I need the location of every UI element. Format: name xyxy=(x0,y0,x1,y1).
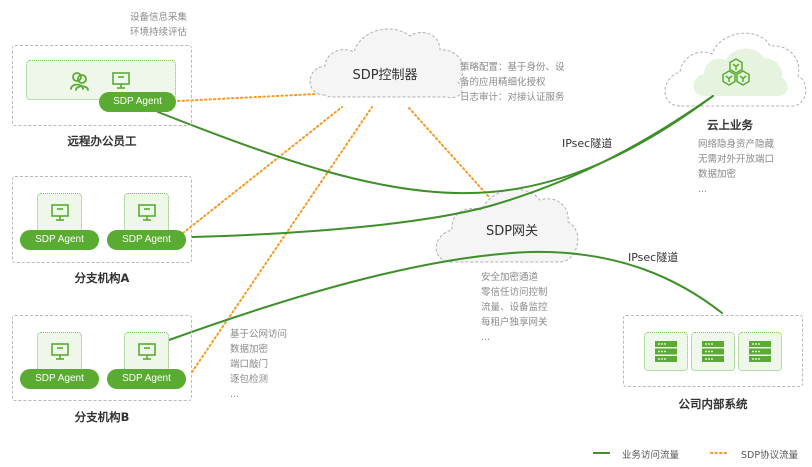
monitor-icon xyxy=(51,204,69,221)
hexagon-services-icon xyxy=(722,58,750,86)
cloud-business-note: ... xyxy=(698,184,708,195)
remote-worker-note: 环境持续评估 xyxy=(130,27,188,38)
controller-note: 备的应用精细化授权 xyxy=(460,77,546,88)
gateway-notes: 安全加密通道 零信任访问控制 流量、设备监控 每租户独享网关 ... xyxy=(481,270,548,345)
controller-label: SDP控制器 xyxy=(352,68,418,83)
remote-worker-group xyxy=(12,45,192,126)
server-tile[interactable] xyxy=(691,332,735,371)
cloud-business-note: 数据加密 xyxy=(698,169,737,180)
controller-note: 策略配置：基于身份、设 xyxy=(460,62,565,73)
protocol-flow-branch-b-controller xyxy=(191,106,373,373)
monitor-icon xyxy=(138,204,156,221)
gateway-note: 每租户独享网关 xyxy=(481,317,548,328)
branch-b-note: ... xyxy=(230,389,240,400)
branch-b-note: 逐包检测 xyxy=(230,374,269,385)
branch-a-sdp-agent[interactable]: SDP Agent xyxy=(107,230,186,250)
server-tile[interactable] xyxy=(738,332,782,371)
business-flow-branch-a-cloud xyxy=(191,95,714,238)
protocol-flow-remote-controller xyxy=(177,93,317,102)
remote-worker-label: 远程办公员工 xyxy=(67,134,137,148)
gateway-note: 零信任访问控制 xyxy=(481,287,548,298)
branch-a-device-tile[interactable] xyxy=(124,193,169,233)
branch-a-device-tile[interactable] xyxy=(37,193,82,233)
branch-b-device-tile[interactable] xyxy=(124,332,169,372)
monitor-icon xyxy=(112,72,130,89)
branch-b-sdp-agent[interactable]: SDP Agent xyxy=(20,369,99,389)
branch-b-note: 基于公网访问 xyxy=(230,329,288,340)
protocol-flow-controller-gateway xyxy=(408,107,490,198)
gateway-note: 安全加密通道 xyxy=(481,272,539,283)
business-flow-remote-cloud xyxy=(157,95,714,195)
branch-b-note: 端口敲门 xyxy=(230,359,269,370)
server-rack-icon xyxy=(749,341,771,362)
cloud-business-note: 无需对外开放端口 xyxy=(698,154,775,165)
remote-worker-notes: 设备信息采集 环境持续评估 xyxy=(130,10,187,40)
remote-worker-note: 设备信息采集 xyxy=(130,12,188,23)
remote-worker-sdp-agent[interactable]: SDP Agent xyxy=(99,92,176,112)
branch-a-group xyxy=(12,176,192,263)
branch-a-label: 分支机构A xyxy=(74,271,130,285)
branch-b-note: 数据加密 xyxy=(230,344,269,355)
cloud-business-notes: 网络隐身资产隐藏 无需对外开放端口 数据加密 ... xyxy=(698,137,774,197)
controller-note: 日志审计：对接认证服务 xyxy=(460,92,565,103)
controller-notes: 策略配置：基于身份、设 备的应用精细化授权 日志审计：对接认证服务 xyxy=(460,60,565,105)
cloud-business-note: 网络隐身资产隐藏 xyxy=(698,139,775,150)
server-rack-icon xyxy=(702,341,724,362)
internal-systems-label: 公司内部系统 xyxy=(678,397,748,411)
monitor-icon xyxy=(51,343,69,360)
legend-business-flow: 业务访问流量 xyxy=(622,450,680,461)
branch-b-device-tile[interactable] xyxy=(37,332,82,372)
gateway-note: 流量、设备监控 xyxy=(481,302,548,313)
internal-ipsec-tunnel-label: IPsec隧道 xyxy=(628,251,679,264)
internal-systems-group xyxy=(623,315,803,387)
users-icon xyxy=(70,72,89,91)
cloud-ipsec-tunnel-label: IPsec隧道 xyxy=(562,137,613,150)
controller-cloud[interactable] xyxy=(309,28,464,99)
legend-protocol-flow: SDP协议流量 xyxy=(741,450,799,461)
gateway-note: ... xyxy=(481,332,491,343)
branch-b-group xyxy=(12,315,192,401)
protocol-flow-branch-a-controller xyxy=(182,106,343,234)
branch-b-notes: 基于公网访问 数据加密 端口敲门 逐包检测 ... xyxy=(230,327,287,402)
branch-b-sdp-agent[interactable]: SDP Agent xyxy=(107,369,186,389)
business-flow-branch-b-internal xyxy=(168,250,723,341)
server-tile[interactable] xyxy=(644,332,688,371)
monitor-icon xyxy=(138,343,156,360)
cloud-business-label: 云上业务 xyxy=(707,118,753,132)
branch-b-label: 分支机构B xyxy=(74,410,130,424)
server-rack-icon xyxy=(655,341,677,362)
gateway-label: SDP网关 xyxy=(485,224,539,239)
branch-a-sdp-agent[interactable]: SDP Agent xyxy=(20,230,99,250)
